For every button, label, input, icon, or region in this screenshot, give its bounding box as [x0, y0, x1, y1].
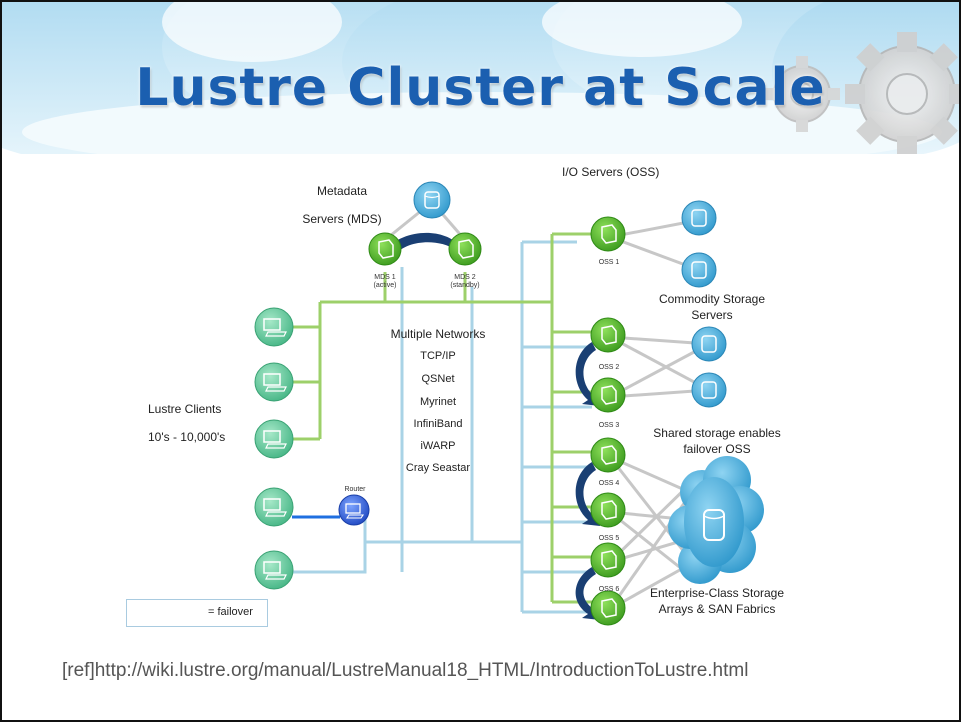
enterprise-label-line2: Arrays & SAN Fabrics [658, 602, 776, 616]
oss2-label: OSS 2 [598, 364, 620, 371]
mds1-status: (active) [373, 282, 397, 289]
commodity-label-line1: Commodity Storage [658, 292, 766, 306]
mds1-server-node [368, 232, 402, 266]
oss6a-server-node [590, 542, 626, 578]
enterprise-storage-array [668, 456, 764, 584]
oss1-label: OSS 1 [598, 259, 620, 266]
network-tcpip: TCP/IP [420, 350, 456, 362]
mds2-server-node [448, 232, 482, 266]
enterprise-label-line1: Enterprise-Class Storage [649, 586, 785, 600]
client-node-4 [254, 487, 294, 527]
oss6-label: OSS 6 [598, 586, 620, 593]
commodity-storage-node-2 [681, 252, 717, 288]
router-node [338, 494, 370, 526]
mds1-name: MDS 1 [374, 274, 396, 281]
commodity-storage-node-1 [681, 200, 717, 236]
shared-storage-label-line1: Shared storage enables [653, 426, 781, 440]
shared-storage-node-2 [691, 372, 727, 408]
legend-text: = failover [208, 606, 253, 618]
network-qsnet: QSNet [421, 373, 455, 385]
router-label: Router [344, 486, 366, 493]
slide-title: Lustre Cluster at Scale [135, 58, 826, 118]
oss2-server-node [590, 317, 626, 353]
commodity-label-line2: Servers [691, 308, 733, 322]
networks-title: Multiple Networks [390, 327, 486, 341]
mds2-label: MDS 2 (standby) [444, 274, 486, 290]
mds-storage-node [413, 181, 451, 219]
network-cray-seastar: Cray Seastar [405, 462, 471, 474]
oss5-label: OSS 5 [598, 535, 620, 542]
oss5-server-node [590, 492, 626, 528]
client-node-2 [254, 362, 294, 402]
oss3-server-node [590, 377, 626, 413]
shared-storage-node-1 [691, 326, 727, 362]
secondary-network-links [292, 240, 592, 614]
mds-label-line1: Metadata [316, 184, 368, 198]
oss4-label: OSS 4 [598, 480, 620, 487]
failover-legend [126, 599, 268, 627]
mds2-status: (standby) [450, 282, 480, 289]
mds1-label: MDS 1 (active) [368, 274, 402, 290]
clients-label-line2: 10's - 10,000's [148, 430, 226, 444]
shared-storage-label-line2: failover OSS [683, 442, 751, 456]
client-node-1 [254, 307, 294, 347]
oss1-server-node [590, 216, 626, 252]
oss3-label: OSS 3 [598, 422, 620, 429]
oss4-server-node [590, 437, 626, 473]
reference-citation: [ref]http://wiki.lustre.org/manual/Lustr… [62, 660, 749, 681]
client-node-5 [254, 550, 294, 590]
network-iwarp: iWARP [420, 440, 456, 452]
oss6b-server-node [590, 590, 626, 626]
oss-server-nodes [590, 216, 626, 626]
mds2-name: MDS 2 [454, 274, 476, 281]
network-infiniband: InfiniBand [413, 418, 463, 430]
clients-label-line1: Lustre Clients [148, 402, 222, 416]
oss-group-label: I/O Servers (OSS) [562, 165, 660, 179]
network-myrinet: Myrinet [419, 396, 457, 408]
client-node-3 [254, 419, 294, 459]
mds-label-line2: Servers (MDS) [302, 212, 382, 226]
